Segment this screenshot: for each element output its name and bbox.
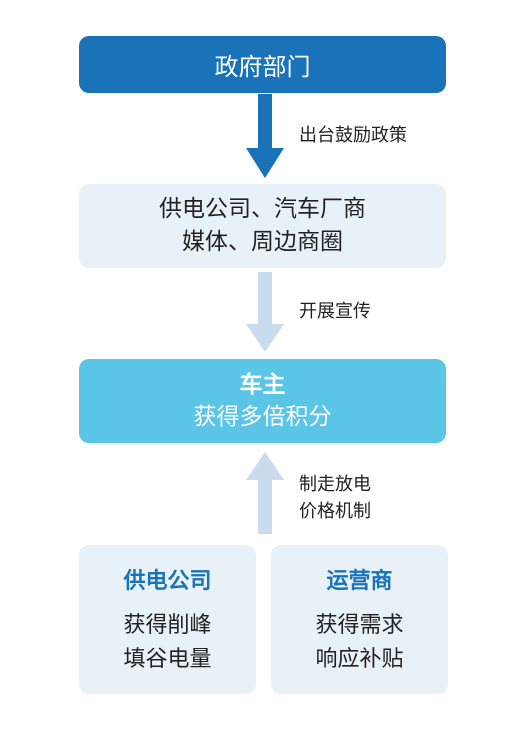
arrow-up-pricing [246, 452, 284, 534]
node-operator-title: 运营商 [326, 568, 393, 594]
node-power-company: 供电公司 获得削峰 填谷电量 [79, 545, 256, 694]
edge-label-pricing-line2: 价格机制 [299, 501, 371, 522]
node-promoters: 供电公司、汽车厂商 媒体、周边商圈 [79, 184, 446, 268]
arrow-down-policy [246, 94, 284, 178]
node-car-owner: 车主 获得多倍积分 [79, 359, 446, 443]
node-promoters-line1: 供电公司、汽车厂商 [159, 196, 366, 222]
node-operator-line1: 获得需求 [315, 612, 404, 638]
node-operator: 运营商 获得需求 响应补贴 [271, 545, 448, 694]
edge-label-publicity: 开展宣传 [299, 301, 371, 322]
node-operator-line2: 响应补贴 [315, 646, 404, 672]
node-government-label: 政府部门 [214, 53, 311, 81]
node-car-owner-title: 车主 [239, 372, 286, 398]
edge-label-pricing: 制走放电 价格机制 [299, 471, 371, 525]
edge-label-pricing-line1: 制走放电 [299, 474, 371, 495]
edge-label-policy: 出台鼓励政策 [299, 125, 407, 146]
node-power-company-title: 供电公司 [123, 568, 212, 594]
node-power-company-line1: 获得削峰 [123, 612, 212, 638]
node-promoters-line2: 媒体、周边商圈 [182, 229, 343, 255]
node-car-owner-line2: 获得多倍积分 [193, 404, 332, 430]
arrow-down-publicity [246, 272, 284, 352]
node-power-company-line2: 填谷电量 [123, 646, 212, 672]
node-government: 政府部门 [79, 36, 446, 93]
